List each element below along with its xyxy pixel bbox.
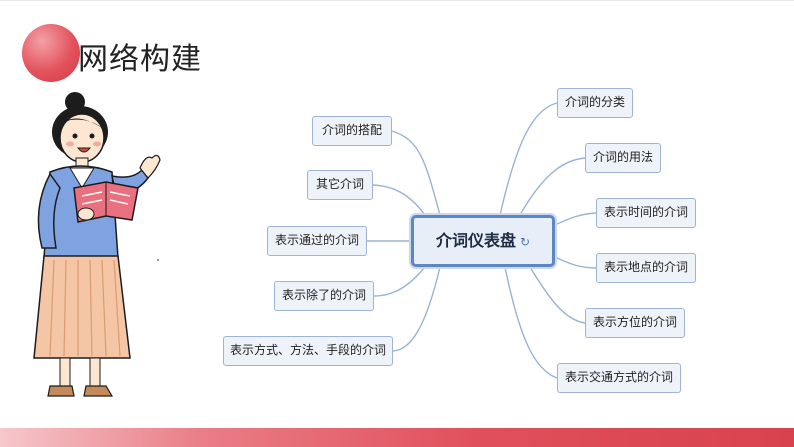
mindmap-center-emblem-icon: ↻ — [519, 235, 531, 249]
mindmap-center-node: 介词仪表盘↻ — [411, 215, 555, 267]
node-label: 介词的用法 — [592, 150, 653, 164]
mindmap-left-node: 表示除了的介词 — [274, 281, 374, 311]
bottom-decorative-band — [0, 428, 794, 447]
mindmap-right-node: 表示地点的介词 — [596, 253, 696, 283]
mindmap-right-node: 介词的分类 — [557, 88, 633, 118]
node-label: 表示时间的介词 — [603, 205, 688, 219]
node-label: 表示交通方式的介词 — [564, 370, 673, 384]
node-label: 表示方式、方法、手段的介词 — [229, 343, 386, 357]
mindmap-right-node: 介词的用法 — [585, 143, 661, 173]
teacher-illustration — [33, 92, 161, 397]
node-label: 表示通过的介词 — [274, 233, 359, 247]
node-label: 表示除了的介词 — [281, 288, 366, 302]
node-label: 介词的分类 — [564, 95, 625, 109]
mindmap-left-node: 表示通过的介词 — [267, 226, 367, 256]
node-label: 表示地点的介词 — [603, 260, 688, 274]
node-label: 其它介词 — [315, 177, 364, 191]
mindmap-right-node: 表示时间的介词 — [596, 198, 696, 228]
mindmap-left-node: 介词的搭配 — [312, 116, 392, 146]
mindmap-right-node: 表示方位的介词 — [585, 308, 685, 338]
mindmap-left-node: 表示方式、方法、手段的介词 — [223, 336, 393, 366]
center-label: 介词仪表盘 — [435, 231, 516, 250]
mindmap-right-node: 表示交通方式的介词 — [557, 363, 681, 393]
title-circle-decoration — [22, 24, 80, 82]
page-title: 网络构建 — [78, 42, 202, 77]
top-divider — [0, 0, 794, 1]
mindmap-left-node: 其它介词 — [307, 170, 373, 200]
stray-dot — [157, 259, 159, 261]
node-label: 介词的搭配 — [321, 123, 382, 137]
node-label: 表示方位的介词 — [592, 315, 677, 329]
